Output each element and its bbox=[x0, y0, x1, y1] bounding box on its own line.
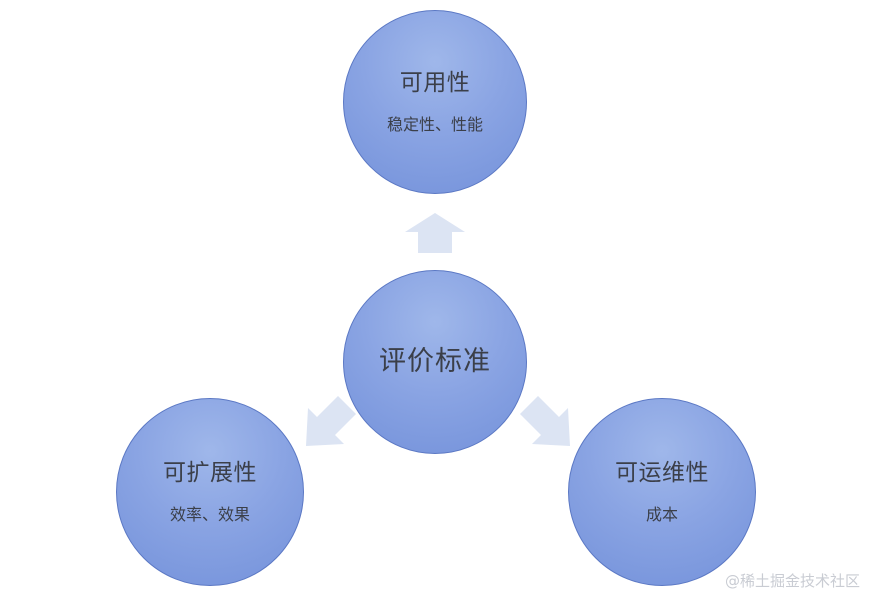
node-maintainability-subtitle: 成本 bbox=[645, 505, 678, 524]
node-scalability-subtitle: 效率、效果 bbox=[169, 505, 250, 524]
node-maintainability: 可运维性 成本 bbox=[568, 398, 756, 586]
node-availability-subtitle: 稳定性、性能 bbox=[386, 115, 483, 134]
node-maintainability-title: 可运维性 bbox=[615, 460, 709, 486]
node-scalability-title: 可扩展性 bbox=[163, 460, 257, 486]
node-availability-title: 可用性 bbox=[399, 70, 471, 96]
arrow-down-left-icon bbox=[306, 396, 356, 446]
arrow-up-icon bbox=[405, 213, 465, 253]
node-availability: 可用性 稳定性、性能 bbox=[343, 10, 527, 194]
watermark-text: @稀土掘金技术社区 bbox=[724, 572, 860, 590]
node-evaluation-criteria-title: 评价标准 bbox=[379, 346, 491, 377]
node-scalability: 可扩展性 效率、效果 bbox=[116, 398, 304, 586]
node-evaluation-criteria: 评价标准 bbox=[343, 270, 527, 454]
arrow-down-right-icon bbox=[520, 396, 570, 446]
